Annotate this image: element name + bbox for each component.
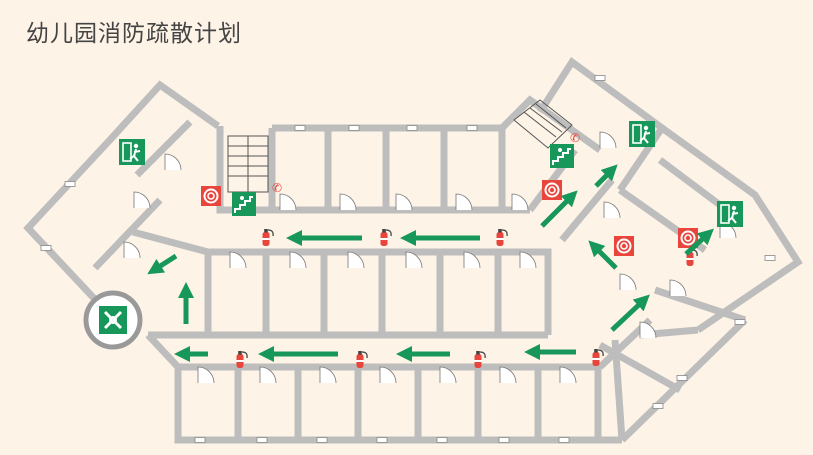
walls (23, 56, 803, 444)
stairwell-east (513, 99, 573, 149)
fire-alarm-icon (541, 179, 563, 201)
fire-extinguisher-icon (261, 228, 274, 247)
emergency-exit-icon (628, 120, 656, 148)
svg-text:✆: ✆ (570, 131, 580, 145)
page-title: 幼儿园消防疏散计划 (26, 21, 242, 47)
fire-extinguisher-icon (379, 228, 392, 247)
fire-phone-icon: ✆ ✆ (272, 131, 580, 195)
stairs-exit-icon (549, 143, 575, 169)
fire-extinguisher-icon (495, 228, 508, 247)
evacuation-arrows (147, 164, 714, 363)
fire-alarm-icon (200, 185, 222, 207)
svg-text:✆: ✆ (272, 181, 282, 195)
evacuation-arrow-icon (684, 228, 714, 256)
assembly-point-icon (83, 290, 143, 350)
emergency-exit-icon (716, 200, 744, 228)
evacuation-arrow-icon (147, 253, 178, 275)
emergency-exit-icon (118, 138, 146, 166)
fire-alarm-icon (613, 235, 635, 257)
doors (123, 131, 737, 384)
evacuation-arrow-icon (610, 294, 650, 332)
stairs-exit-icon (231, 191, 257, 217)
evacuation-arrow-icon (588, 240, 618, 270)
evacuation-arrow-icon (540, 190, 578, 228)
stairwell-west (227, 135, 269, 193)
evacuation-arrow-icon (594, 164, 618, 188)
